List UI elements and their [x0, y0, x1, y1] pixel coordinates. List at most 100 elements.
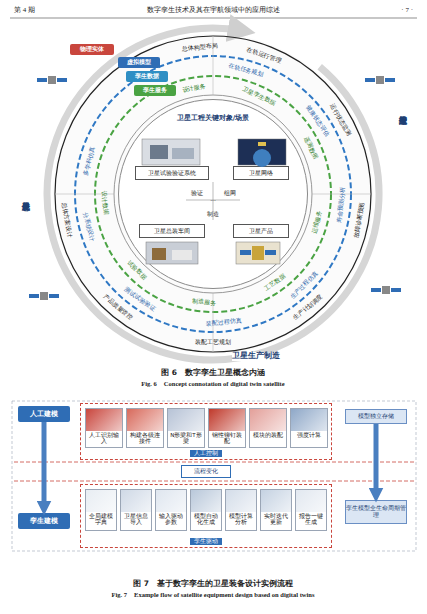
node-text: 孪生驱动 [190, 538, 222, 545]
figure-caption: 图 7 基于数字孪生的卫星装备设计实例流程 [133, 580, 293, 588]
outer-ring [55, 36, 371, 352]
node-text: 卫星工程关键对象/场景 [177, 114, 250, 122]
node-text: 卫星产品 [249, 228, 273, 235]
sat-panel [365, 78, 375, 82]
step-tile: 强度计算 [290, 408, 328, 448]
page-number-issue: 第 4 期 [14, 7, 35, 15]
ring-label: 寿命预测分析 [336, 187, 345, 223]
node-text: 全局建模字典 [86, 512, 116, 526]
step-tile: 钢性铆钉装配 [208, 408, 246, 448]
workshop-photo [146, 242, 198, 264]
node-text: 模型独立存储 [358, 413, 394, 420]
node-text: 人工识别输入 [86, 431, 122, 445]
sat-body [48, 76, 56, 84]
lifecycle-arc [47, 28, 379, 360]
thumbnail-image [86, 409, 122, 431]
satellite-icon [37, 76, 67, 84]
ring-label: 装配过程仿真 [206, 317, 242, 326]
node-text: 构建各级连接件 [127, 431, 163, 445]
green-ring [95, 76, 331, 312]
ring-label: 遥测数据 [303, 136, 319, 160]
sat-panel [391, 288, 401, 292]
flow-band: 孪生驱动全局建模字典卫星信息导入输入驱动参数模型自动化生成模型计算分析实时迭代更… [80, 484, 332, 548]
ellipsis: ... [210, 196, 216, 203]
ring-label: 测试试验验证 [123, 286, 156, 312]
blue-ring [75, 56, 351, 332]
sat-panel [49, 294, 59, 298]
step-tile: 模型计算分析 [225, 489, 257, 531]
node-text: N形梁和T形梁 [168, 431, 204, 445]
change-box: 流程变化 [181, 465, 231, 478]
ring-label: 设计服务 [182, 83, 207, 93]
satellite-icon [29, 292, 59, 300]
sat-panel [385, 78, 395, 82]
flow-band: 人工控制人工识别输入构建各级连接件N形梁和T形梁钢性铆钉装配模块的装配强度计算 [80, 403, 332, 460]
node-text: 报告一键生成 [296, 512, 326, 526]
ring-label: 健康状态评估 [305, 104, 331, 137]
photo [238, 139, 286, 165]
sat-panel [57, 78, 67, 82]
core-circle: 卫星工程关键对象/场景卫星试验验证系统 卫星网络卫星总装车间 卫星产品 [118, 99, 308, 289]
sat-body [382, 286, 390, 294]
satellite-icon [365, 76, 395, 84]
step-tile: 人工识别输入 [85, 408, 123, 448]
ring-label: 设计数据 [101, 191, 109, 215]
photo-detail [252, 246, 264, 260]
step-tile: N形梁和T形梁 [167, 408, 205, 448]
divider-dashed [14, 462, 414, 463]
step-tile: 全局建模字典 [85, 489, 117, 531]
node-text: 卫星网络 [249, 170, 273, 177]
flow-arrow [42, 422, 47, 508]
sat-panel [29, 294, 39, 298]
lifecycle-box: 孪生模型全生命周期管理 [345, 500, 407, 524]
ring-label: 运行状态监测 [330, 103, 353, 137]
ring-label: 总体构型布局 [182, 42, 218, 51]
step-tile: 模块的装配 [249, 408, 287, 448]
step-tile: 输入驱动参数 [155, 489, 187, 531]
legend-tag: 孪生服务 [134, 85, 176, 96]
figure-caption: Fig. 7 Example flow of satellite equipme… [112, 591, 315, 598]
step-tile: 卫星信息导入 [120, 489, 152, 531]
photo [236, 242, 280, 264]
photo-detail [172, 148, 194, 159]
step-tile: 构建各级连接件 [126, 408, 164, 448]
satellite-icon [371, 286, 401, 294]
object-box: 卫星总装车间 [139, 224, 205, 238]
node-text: 卫星总装车间 [154, 228, 190, 235]
ring-label: 故障诊断预测 [353, 201, 365, 237]
running-title: 数字孪生技术及其在宇航领域中的应用综述 [147, 7, 280, 15]
test-system-photo [142, 139, 200, 165]
thumbnail-image [250, 409, 286, 431]
figure-caption: 图 6 数字孪生卫星概念内涵 [161, 369, 265, 377]
thumbnail-image [209, 409, 245, 431]
node-text: 流程变化 [194, 468, 218, 475]
node-text: 钢性铆钉装配 [209, 431, 245, 445]
node-text: 孪生建模 [30, 517, 58, 525]
divider-dashed [14, 481, 414, 482]
ring-label: 总体方案设计 [61, 201, 73, 237]
link-line [213, 182, 214, 220]
ring-label: 工艺数据 [263, 273, 286, 292]
network-photo [238, 139, 286, 167]
object-box: 卫星网络 [233, 166, 289, 180]
step-tile: 实时迭代更新 [260, 489, 292, 531]
legend-tag: 虚拟模型 [118, 57, 160, 68]
node-text: 模型计算分析 [226, 512, 256, 526]
photo-detail [150, 145, 168, 159]
thumbnail-image [261, 490, 291, 512]
step-tile: 报告一键生成 [295, 489, 327, 531]
figure-caption: Fig. 6 Concept connotation of digital tw… [141, 380, 284, 387]
photo-detail [258, 142, 266, 146]
node-text: 输入驱动参数 [156, 512, 186, 526]
ring-label: 产品质量管控 [102, 293, 133, 321]
thumbnail-image [86, 490, 116, 512]
thumbnail-image [121, 490, 151, 512]
header-rule [10, 18, 417, 19]
ring-label: 生产过程仿真 [289, 270, 319, 300]
object-box: 卫星试验验证系统 [135, 166, 209, 180]
product-photo [236, 242, 280, 264]
stage-box: 人工建模 [18, 406, 70, 422]
ring-label: 制造服务 [191, 298, 215, 306]
ring-label: 装配工艺规划 [195, 339, 231, 345]
